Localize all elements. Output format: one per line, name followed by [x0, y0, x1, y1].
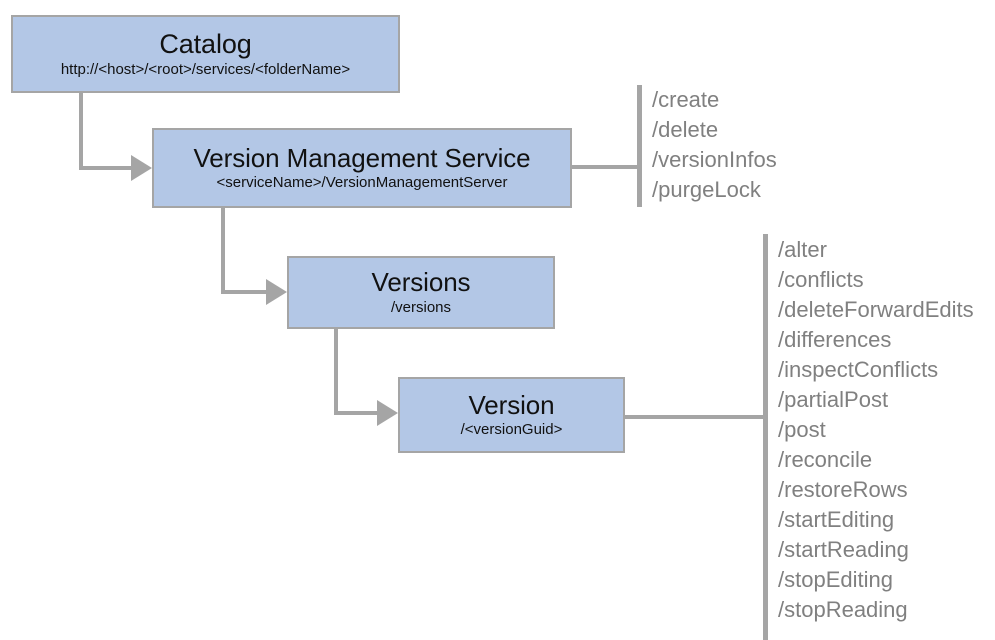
operation-item[interactable]: /deleteForwardEdits	[778, 297, 974, 322]
operation-item[interactable]: /stopEditing	[778, 567, 893, 592]
connector-catalog-to-service-vertical	[79, 93, 83, 170]
connector-service-to-versions-vertical	[221, 208, 225, 294]
connector-service-to-versions-horizontal	[221, 290, 269, 294]
connector-service-to-operations	[571, 165, 641, 169]
node-version-management-service-title: Version Management Service	[193, 142, 531, 173]
arrowhead-catalog-to-service	[131, 155, 152, 181]
operation-list-version: /alter/conflicts/deleteForwardEdits/diff…	[778, 235, 974, 625]
operations-bracket-service	[637, 85, 642, 207]
connector-catalog-to-service-horizontal	[79, 166, 134, 170]
operations-bracket-version	[763, 234, 768, 640]
connector-versions-to-version-vertical	[334, 329, 338, 415]
operation-item[interactable]: /startEditing	[778, 507, 895, 532]
connector-versions-to-version-horizontal	[334, 411, 380, 415]
arrowhead-service-to-versions	[266, 279, 287, 305]
operation-item[interactable]: /alter	[778, 237, 827, 262]
operation-item[interactable]: /differences	[778, 327, 892, 352]
node-version-management-service-subtitle: <serviceName>/VersionManagementServer	[216, 174, 508, 192]
operation-item[interactable]: /versionInfos	[652, 147, 777, 172]
operation-item[interactable]: /partialPost	[778, 387, 889, 412]
operation-item[interactable]: /delete	[652, 117, 719, 142]
operation-item[interactable]: /purgeLock	[652, 177, 761, 202]
node-version-subtitle: /<versionGuid>	[460, 421, 563, 439]
node-catalog-title: Catalog	[159, 29, 252, 60]
operation-list-service: /create/delete/versionInfos/purgeLock	[652, 85, 777, 205]
node-versions-title: Versions	[371, 267, 471, 298]
operation-item[interactable]: /reconcile	[778, 447, 873, 472]
arrowhead-versions-to-version	[377, 400, 398, 426]
operation-item[interactable]: /inspectConflicts	[778, 357, 939, 382]
node-versions-subtitle: /versions	[390, 298, 452, 316]
operation-item[interactable]: /create	[652, 87, 720, 112]
node-versions[interactable]: Versions /versions	[287, 256, 555, 329]
operation-item[interactable]: /post	[778, 417, 826, 442]
node-catalog[interactable]: Catalog http://<host>/<root>/services/<f…	[11, 15, 400, 93]
operation-item[interactable]: /restoreRows	[778, 477, 908, 502]
connector-version-to-operations	[624, 415, 767, 419]
node-catalog-subtitle: http://<host>/<root>/services/<folderNam…	[60, 60, 351, 78]
operation-item[interactable]: /startReading	[778, 537, 909, 562]
node-version[interactable]: Version /<versionGuid>	[398, 377, 625, 453]
operation-item[interactable]: /stopReading	[778, 597, 908, 622]
node-version-title: Version	[468, 389, 555, 420]
operation-item[interactable]: /conflicts	[778, 267, 864, 292]
node-version-management-service[interactable]: Version Management Service <serviceName>…	[152, 128, 572, 208]
